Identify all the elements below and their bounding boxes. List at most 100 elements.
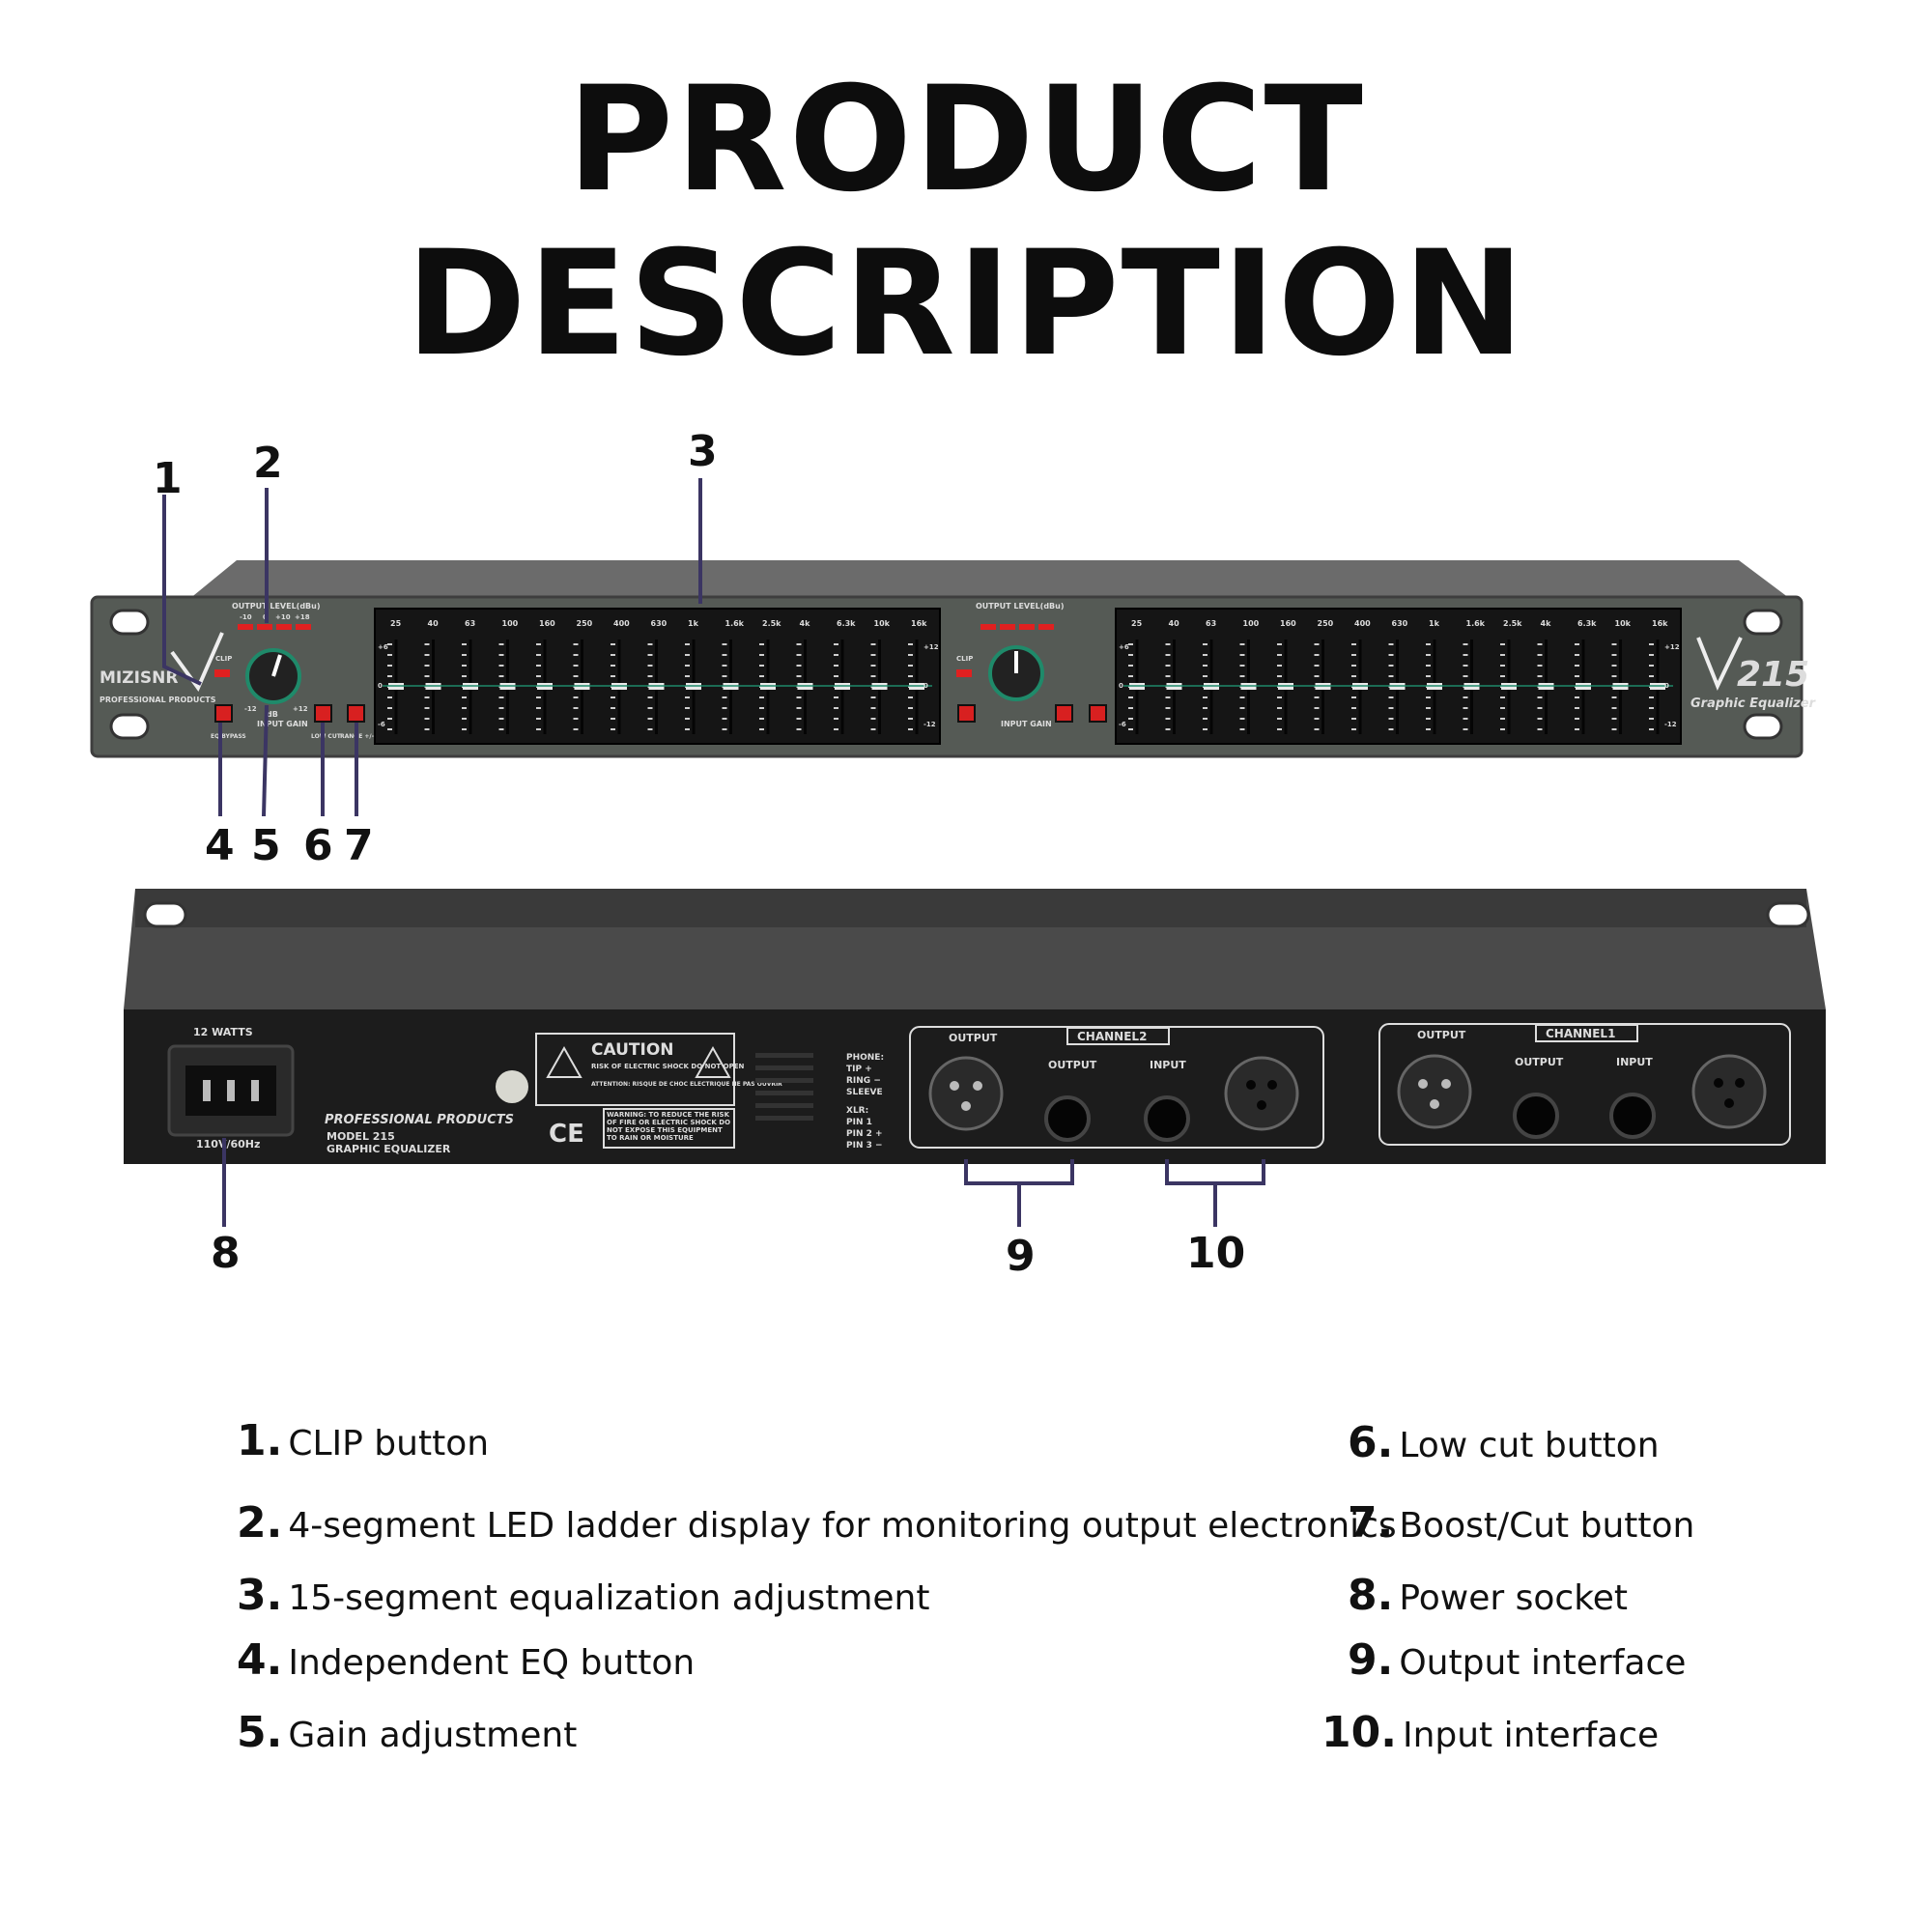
- eq-scale-tick: [1277, 654, 1282, 656]
- eq-scale-tick: [1537, 728, 1543, 730]
- eq-frequency-label: 400: [1354, 619, 1371, 628]
- eq-scale-tick: [462, 654, 467, 656]
- eq-scale-tick: [1314, 675, 1320, 677]
- clip-label: CLIP: [215, 655, 232, 663]
- eq-scale-tick: [870, 728, 876, 730]
- eq-scale-tick: [424, 696, 430, 698]
- eq-scale-tick: [722, 675, 727, 677]
- eq-scale-tick: [1277, 643, 1282, 645]
- eq-scale-tick: [870, 665, 876, 667]
- channel-1-io: CHANNEL1 OUTPUT OUTPUT INPUT: [1378, 1023, 1791, 1146]
- warning-label: WARNING: TO REDUCE THE RISK OF FIRE OR E…: [607, 1111, 731, 1142]
- phone-pin: SLEEVE: [846, 1088, 883, 1097]
- xlr-input-jack[interactable]: [1691, 1054, 1767, 1129]
- eq-scale-tick: [647, 718, 653, 720]
- xlr-output-jack[interactable]: [1397, 1054, 1472, 1129]
- eq-scale-tick: [536, 654, 541, 656]
- page-title: PRODUCT DESCRIPTION: [406, 56, 1526, 388]
- eq-scale-tick: [1277, 696, 1282, 698]
- xlr-output-jack[interactable]: [928, 1056, 1004, 1131]
- eq-scale-tick: [1388, 707, 1394, 709]
- channel1-label: CHANNEL1: [1546, 1027, 1615, 1040]
- brand-subtitle: PROFESSIONAL PRODUCTS: [99, 696, 216, 704]
- legend-number: 10.: [1321, 1708, 1397, 1757]
- eq-scale-tick: [685, 696, 690, 698]
- eq-scale-tick: [1128, 718, 1133, 720]
- eq-scale-tick: [1351, 665, 1356, 667]
- legend-text: Low cut button: [1399, 1426, 1660, 1465]
- clip-led: [214, 669, 230, 677]
- eq-scale-tick: [1537, 654, 1543, 656]
- eq-scale-tick: [536, 665, 541, 667]
- eq-scale-tick: [1500, 707, 1505, 709]
- eq-scale-tick: [870, 718, 876, 720]
- eq-scale-tick: [498, 728, 504, 730]
- trs-output-jack[interactable]: [1513, 1093, 1559, 1139]
- eq-scale-tick: [1203, 707, 1208, 709]
- qc-sticker: [496, 1070, 528, 1103]
- eq-scale-tick: [573, 654, 579, 656]
- eq-scale-tick: [1426, 643, 1431, 645]
- eq-scale-tick: [1388, 643, 1394, 645]
- eq-scale-tick: [1277, 675, 1282, 677]
- eq-scale-tick: [1314, 728, 1320, 730]
- range-button[interactable]: [347, 704, 365, 723]
- eq-scale-tick: [1649, 654, 1654, 656]
- low-cut-button[interactable]: [314, 704, 332, 723]
- eq-scale-tick: [1203, 654, 1208, 656]
- eq-scale-tick: [759, 654, 764, 656]
- eq-scale-tick: [611, 654, 615, 656]
- xlr-input-jack[interactable]: [1224, 1056, 1299, 1131]
- eq-scale-label: -6: [378, 721, 385, 728]
- eq-scale-tick: [908, 718, 913, 720]
- callout-numbers: 1 2 3 4 5 6 7 8 9 10: [153, 427, 1245, 1281]
- eq-scale-tick: [647, 696, 653, 698]
- eq-scale-tick: [1500, 718, 1505, 720]
- eq-scale-tick: [611, 707, 615, 709]
- eq-scale-tick: [647, 728, 653, 730]
- eq-scale-tick: [796, 665, 802, 667]
- eq-scale-tick: [387, 643, 392, 645]
- power-voltage: 110V/60Hz: [196, 1138, 260, 1151]
- callout-number: 6: [303, 821, 333, 870]
- legend-item: 4.Independent EQ button: [237, 1639, 695, 1685]
- eq-scale-tick: [908, 675, 913, 677]
- eq-scale-tick: [611, 643, 615, 645]
- eq-scale-tick: [1165, 643, 1171, 645]
- eq-scale-tick: [870, 643, 876, 645]
- range-button[interactable]: [1089, 704, 1107, 723]
- xlr-pinout-label: XLR:: [846, 1106, 868, 1116]
- eq-scale-tick: [387, 696, 392, 698]
- rear-pro-label: PROFESSIONAL PRODUCTS: [325, 1113, 514, 1127]
- eq-scale-tick: [498, 675, 504, 677]
- eq-scale-tick: [1388, 696, 1394, 698]
- output-level-label: OUTPUT LEVEL(dBu): [232, 602, 321, 611]
- low-cut-button[interactable]: [1055, 704, 1073, 723]
- eq-scale-tick: [462, 718, 467, 720]
- eq-scale-tick: [573, 707, 579, 709]
- led-segment: [1000, 624, 1015, 630]
- eq-scale-tick: [1575, 718, 1579, 720]
- eq-scale-tick: [759, 718, 764, 720]
- eq-bypass-button[interactable]: [214, 704, 233, 723]
- legend-text: Boost/Cut button: [1399, 1506, 1695, 1546]
- db-label: dB: [267, 710, 278, 719]
- eq-frequency-label: 10k: [1615, 619, 1632, 628]
- caution-label: CAUTION: [591, 1040, 674, 1060]
- callout-number: 2: [253, 439, 283, 488]
- eq-scale-tick: [387, 654, 392, 656]
- eq-scale-tick: [796, 643, 802, 645]
- eq-scale-tick: [1239, 728, 1245, 730]
- eq-scale-tick: [1500, 675, 1505, 677]
- legend-number: 4.: [237, 1635, 283, 1685]
- trs-input-jack[interactable]: [1144, 1095, 1190, 1142]
- eq-bypass-button[interactable]: [957, 704, 976, 723]
- trs-output-jack[interactable]: [1044, 1095, 1091, 1142]
- eq-scale-tick: [536, 718, 541, 720]
- channel-1-controls: OUTPUT LEVEL(dBu) -10 0 +10 +18 CLIP -12…: [211, 602, 382, 740]
- eq-scale-tick: [573, 728, 579, 730]
- trs-input-jack[interactable]: [1609, 1093, 1656, 1139]
- eq-frequency-label: 25: [1131, 619, 1143, 628]
- eq-scale-tick: [1239, 718, 1245, 720]
